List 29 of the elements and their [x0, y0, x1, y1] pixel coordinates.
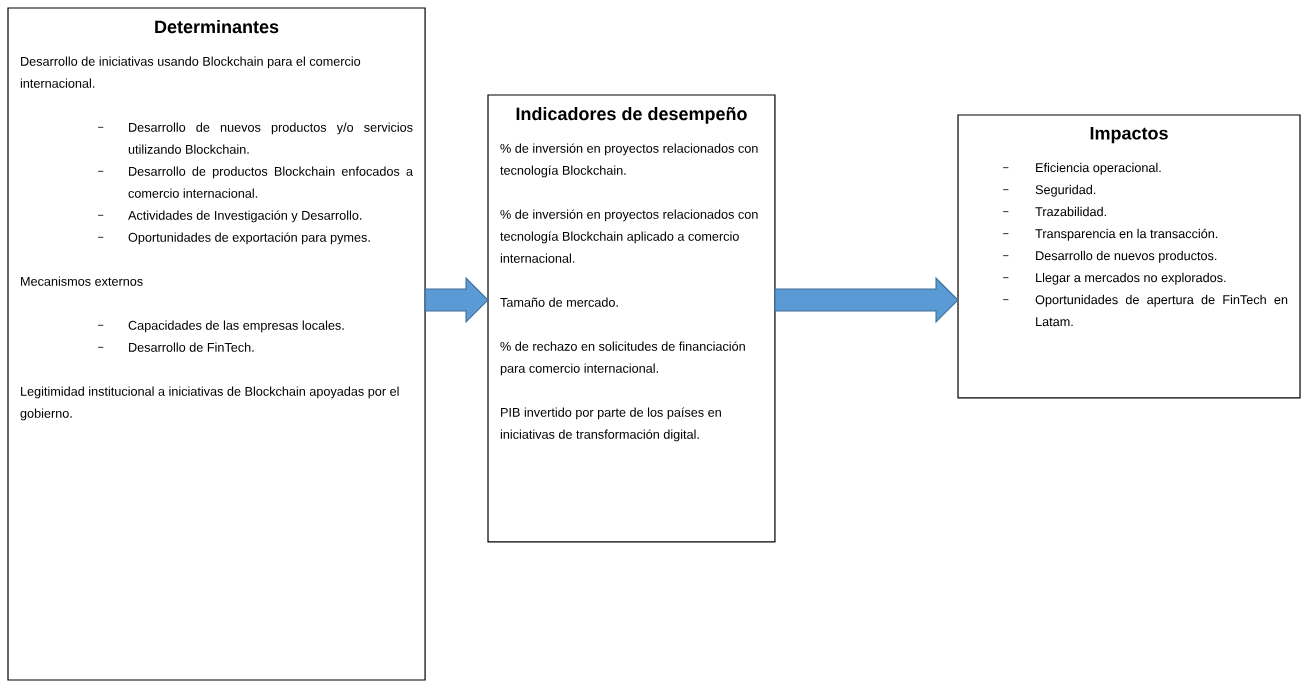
paragraph-text: Legitimidad institucional a iniciativas de Blockchain apoyadas por el gobierno.	[20, 386, 399, 421]
list-item: Llegar a mercados no explorados.	[1036, 272, 1226, 285]
list-item: Desarrollo de FinTech.	[129, 342, 254, 352]
list-item: Transparencia en la transacción.	[1035, 228, 1218, 241]
paragraph-text: % de rechazo en solicitudes de financiación para comercio internacional.	[500, 341, 745, 376]
list-item: Eficiencia operacional.	[1036, 162, 1161, 175]
list-item: Capacidades de las empresas locales.	[128, 320, 344, 333]
paragraph-text: Tamaño de mercado.	[500, 297, 618, 307]
block-arrow	[424, 276, 489, 324]
list-item: Oportunidades de exportación para pymes.	[128, 232, 370, 245]
text-box	[957, 114, 1301, 399]
paragraph-text: % de inversión en proyectos relacionados con tecnología Blockchain aplicado a comercio internacional.	[500, 209, 758, 263]
text-box	[487, 94, 776, 543]
list-item: Seguridad.	[1035, 184, 1096, 197]
list-item: Desarrollo de nuevos productos y/o servicios utilizando Blockchain.	[128, 122, 413, 154]
box-heading: Impactos	[1090, 127, 1168, 144]
box-heading: Determinantes	[155, 20, 279, 34]
list-item: Actividades de Investigación y Desarrollo.	[128, 210, 362, 223]
paragraph-text: Desarrollo de iniciativas usando Blockchain para el comercio internacional.	[20, 56, 361, 88]
list-item: Trazabilidad.	[1035, 206, 1106, 217]
list-item: Desarrollo de productos Blockchain enfocados a comercio internacional.	[128, 166, 413, 198]
box-heading: Indicadores de desempeño	[516, 107, 747, 124]
list-item: Oportunidades de apertura de FinTech en Latam.	[1035, 294, 1288, 327]
paragraph-text: PIB invertido por parte de los países en iniciativas de transformación digital.	[500, 407, 721, 442]
paragraph-text: Mecanismos externos	[21, 276, 143, 286]
list-item: Desarrollo de nuevos productos.	[1036, 250, 1217, 263]
text-box	[7, 7, 426, 681]
paragraph-text: % de inversión en proyectos relacionados con tecnología Blockchain.	[500, 143, 758, 178]
block-arrow	[774, 276, 959, 324]
